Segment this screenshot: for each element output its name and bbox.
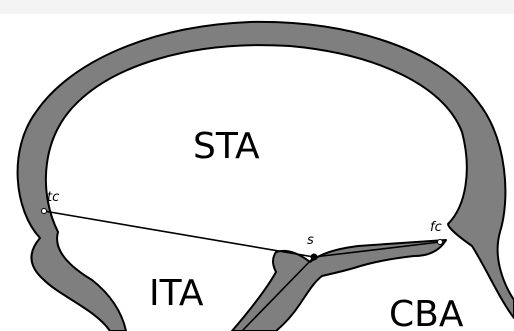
sella-clivus-bone [231, 239, 447, 331]
region-label-sta: STA [193, 126, 260, 167]
point-fc-marker [437, 239, 443, 245]
line-s-to-fc [313, 241, 441, 258]
point-tc-marker [41, 208, 47, 214]
region-label-ita: ITA [149, 273, 204, 314]
top-band [0, 0, 514, 14]
cranial-vault-bone [16, 20, 514, 331]
point-s-marker [310, 253, 318, 261]
point-label-s: s [307, 233, 314, 248]
point-label-fc: fc [430, 220, 442, 235]
line-tc-to-s [43, 210, 315, 258]
region-label-cba: CBA [389, 294, 464, 331]
line-s-to-clivus [241, 256, 315, 331]
point-label-tc: tc [47, 190, 59, 205]
